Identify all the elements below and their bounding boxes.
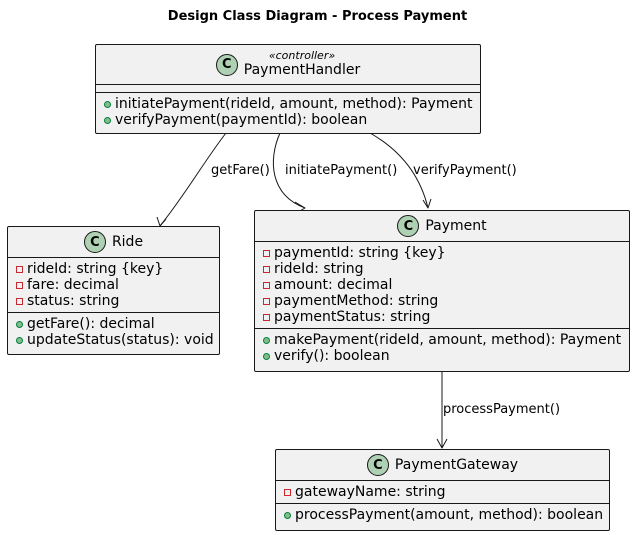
diagram-title: Design Class Diagram - Process Payment bbox=[167, 9, 468, 24]
class-name: Payment bbox=[425, 217, 487, 234]
edge-get-fare-line bbox=[159, 132, 227, 227]
attribute-row: rideId: string bbox=[263, 261, 629, 277]
class-header: C «controller» PaymentHandler bbox=[96, 45, 480, 85]
private-visibility-icon bbox=[16, 297, 23, 305]
class-name: Ride bbox=[111, 233, 144, 250]
edge-label-get-fare: getFare() bbox=[211, 163, 270, 178]
method-row: initiatePayment(rideId, amount, method):… bbox=[104, 96, 480, 112]
attributes-section: gatewayName: string bbox=[276, 481, 609, 504]
class-name: PaymentGateway bbox=[394, 456, 519, 473]
class-icon: C bbox=[366, 454, 389, 476]
private-visibility-icon bbox=[263, 281, 270, 289]
private-visibility-icon bbox=[16, 265, 23, 273]
class-header: C PaymentGateway bbox=[276, 450, 609, 481]
method-row: getFare(): decimal bbox=[16, 316, 219, 332]
class-header: C Payment bbox=[255, 211, 629, 242]
attribute-row: paymentId: string {key} bbox=[263, 245, 629, 261]
methods-section: getFare(): decimal updateStatus(status):… bbox=[8, 313, 219, 351]
attribute-row: gatewayName: string bbox=[284, 484, 609, 500]
edge-process-payment-arrowhead bbox=[436, 438, 448, 449]
edge-initiate-payment-line bbox=[272, 132, 306, 209]
attributes-section: paymentId: string {key} rideId: string a… bbox=[255, 242, 629, 329]
class-payment-handler[interactable]: C «controller» PaymentHandler initiatePa… bbox=[95, 44, 481, 134]
edge-verify-payment-arrowhead bbox=[422, 198, 432, 209]
private-visibility-icon bbox=[16, 281, 23, 289]
attribute-row: amount: decimal bbox=[263, 277, 629, 293]
attribute-row: fare: decimal bbox=[16, 277, 219, 293]
attributes-section: rideId: string {key} fare: decimal statu… bbox=[8, 258, 219, 313]
private-visibility-icon bbox=[263, 297, 270, 305]
edge-label-process-payment: processPayment() bbox=[443, 402, 561, 417]
public-visibility-icon bbox=[16, 336, 23, 344]
edge-label-verify-payment: verifyPayment() bbox=[413, 163, 517, 178]
class-icon: C bbox=[397, 215, 420, 237]
public-visibility-icon bbox=[104, 100, 111, 108]
public-visibility-icon bbox=[284, 511, 291, 519]
public-visibility-icon bbox=[16, 320, 23, 328]
class-name: PaymentHandler bbox=[243, 62, 361, 78]
class-ride[interactable]: C Ride rideId: string {key} fare: decima… bbox=[7, 226, 220, 355]
private-visibility-icon bbox=[263, 265, 270, 273]
class-payment-gateway[interactable]: C PaymentGateway gatewayName: string pro… bbox=[275, 449, 610, 531]
method-row: processPayment(amount, method): boolean bbox=[284, 507, 609, 523]
private-visibility-icon bbox=[284, 488, 291, 496]
attribute-row: paymentMethod: string bbox=[263, 293, 629, 309]
methods-section: processPayment(amount, method): boolean bbox=[276, 504, 609, 526]
methods-section: makePayment(rideId, amount, method): Pay… bbox=[255, 329, 629, 367]
class-icon: C bbox=[215, 53, 238, 76]
public-visibility-icon bbox=[263, 336, 270, 344]
class-header: C Ride bbox=[8, 227, 219, 258]
private-visibility-icon bbox=[263, 313, 270, 321]
class-stereotype: «controller» bbox=[268, 49, 336, 62]
public-visibility-icon bbox=[263, 352, 270, 360]
edge-label-initiate-payment: initiatePayment() bbox=[285, 163, 398, 178]
private-visibility-icon bbox=[263, 249, 270, 257]
methods-section: initiatePayment(rideId, amount, method):… bbox=[96, 93, 480, 131]
edge-get-fare-arrowhead bbox=[156, 216, 167, 227]
method-row: makePayment(rideId, amount, method): Pay… bbox=[263, 332, 629, 348]
class-payment[interactable]: C Payment paymentId: string {key} rideId… bbox=[254, 210, 630, 372]
method-row: updateStatus(status): void bbox=[16, 332, 219, 348]
public-visibility-icon bbox=[104, 116, 111, 124]
method-row: verify(): boolean bbox=[263, 348, 629, 364]
attribute-row: paymentStatus: string bbox=[263, 309, 629, 325]
attribute-row: rideId: string {key} bbox=[16, 261, 219, 277]
edge-verify-payment-line bbox=[369, 132, 429, 209]
attribute-row: status: string bbox=[16, 293, 219, 309]
attributes-section bbox=[96, 85, 480, 93]
method-row: verifyPayment(paymentId): boolean bbox=[104, 112, 480, 128]
class-icon: C bbox=[83, 231, 106, 253]
